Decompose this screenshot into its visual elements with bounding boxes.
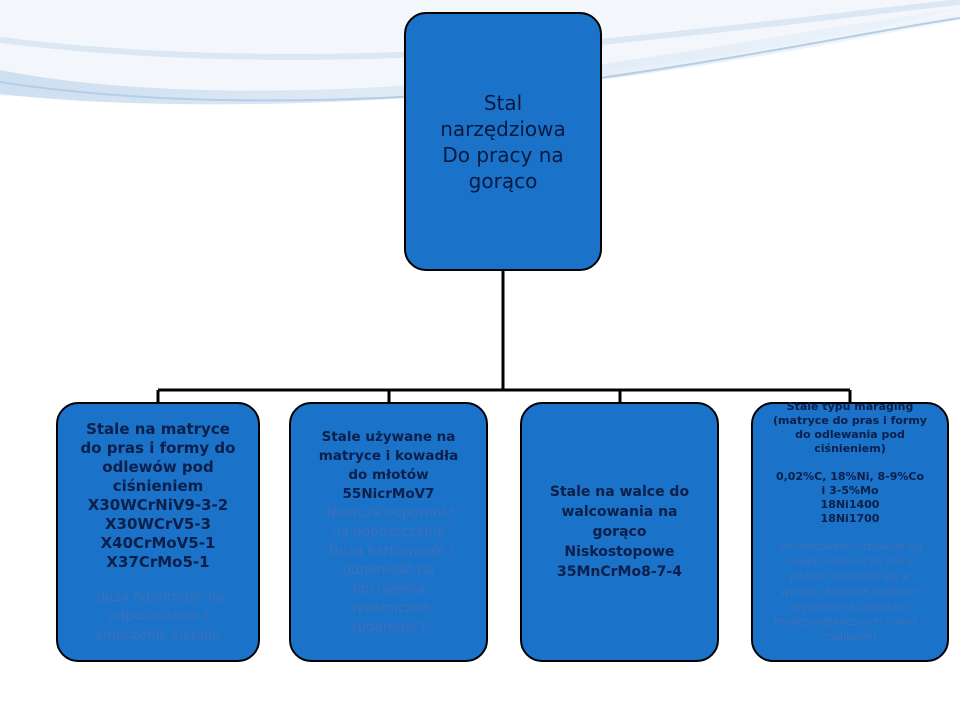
text-line: Stale na matryce <box>86 419 230 438</box>
text-line: Stale na walce do <box>549 484 690 500</box>
root-node: Stal narzędziowa Do pracy na gorąco <box>404 12 602 271</box>
text-line: -Duża hartowność i <box>323 542 454 559</box>
leaf-description: -duża odporność na odpuszczanie i zmęcze… <box>91 588 224 645</box>
text-line: wyniku starzenia skutkiem <box>780 586 920 598</box>
text-line: miękki martenzyt, który <box>787 556 913 568</box>
leaf-node-die-casting-steels: Stale na matryce do pras i formy do odle… <box>56 402 260 662</box>
text-line: 55NicrMoV7 <box>342 485 435 502</box>
text-line: X30WCrNiV9-3-2 <box>87 495 229 514</box>
text-line: -Nieduża odporność <box>321 504 456 521</box>
text-line: Stale używane na <box>321 428 456 445</box>
text-line: X30WCrV5-3 <box>104 514 212 533</box>
text-line: X40CrMoV5-1 <box>100 533 216 552</box>
text-line: Niskostopowe <box>564 544 675 560</box>
text-line: ciśnieniem) <box>814 442 886 455</box>
text-line: dynamiczne <box>347 599 430 616</box>
text-line: odporność na <box>342 561 435 578</box>
leaf-description: -Po hartowaniu uzyskuje się miękki marte… <box>774 540 926 645</box>
text-line: 18Ni1700 <box>820 512 880 525</box>
leaf-node-hammer-die-steels: Stale używane na matryce i kowadła do mł… <box>289 402 488 662</box>
leaf-composition: 0,02%C, 18%Ni, 8-9%Co i 3-5%Mo 18Ni1400 … <box>776 470 924 526</box>
leaf-title: Stale na walce do walcowania na gorąco N… <box>550 482 689 582</box>
text-line: i 3-5%Mo <box>821 484 879 497</box>
text-line: X37CrMo5-1 <box>106 552 210 571</box>
text-line: 18Ni1400 <box>820 498 880 511</box>
text-line: (matryce do pras i formy <box>773 414 927 427</box>
text-line: odlewów pod <box>102 457 214 476</box>
text-line: do młotów <box>348 466 429 483</box>
text-line: -duża odporność na <box>91 588 225 605</box>
leaf-node-maraging-steels: Stale typu maraging (matryce do pras i f… <box>751 400 949 662</box>
text-line: ciśnieniem <box>112 476 204 495</box>
text-line: później utwardza się w <box>790 571 910 583</box>
root-line: Do pracy na <box>442 142 564 167</box>
text-line: matryce i kowadła <box>318 447 459 464</box>
text-line: 0,02%C, 18%Ni, 8-9%Co <box>775 470 925 483</box>
root-line: gorąco <box>468 168 538 193</box>
text-line: do odlewania pod <box>795 428 905 441</box>
leaf-title: Stale typu maraging (matryce do pras i f… <box>773 400 927 456</box>
text-line: na odpuszczanie <box>332 523 445 540</box>
text-line: -Po hartowaniu uzyskuje się <box>777 541 923 553</box>
leaf-node-hot-roll-steels: Stale na walce do walcowania na gorąco N… <box>520 402 719 662</box>
root-line: narzędziowa <box>440 116 566 141</box>
text-line: zmęczenie cieplne <box>95 626 221 643</box>
text-line: do pras i formy do <box>80 438 236 457</box>
text-line: (udarność) <box>352 618 425 635</box>
text-line: międzymetalicznych (nikiel – <box>774 616 926 628</box>
leaf-description: -Nieduża odporność na odpuszczanie -Duża… <box>321 504 455 637</box>
text-line: walcowania na <box>561 504 678 520</box>
text-line: Stale typu maraging <box>786 400 914 413</box>
text-line: odpuszczanie i <box>108 607 208 624</box>
leaf-title: Stale na matryce do pras i formy do odle… <box>81 420 236 572</box>
text-line: 35MnCrMo8-7-4 <box>557 564 682 580</box>
text-line: gorąco <box>592 524 647 540</box>
text-line: wydzielania związków <box>792 601 908 613</box>
text-line: molibden) <box>823 631 877 643</box>
text-line: obciążenia <box>352 580 425 597</box>
leaf-title: Stale używane na matryce i kowadła do mł… <box>319 428 459 504</box>
root-line: Stal <box>483 90 523 115</box>
